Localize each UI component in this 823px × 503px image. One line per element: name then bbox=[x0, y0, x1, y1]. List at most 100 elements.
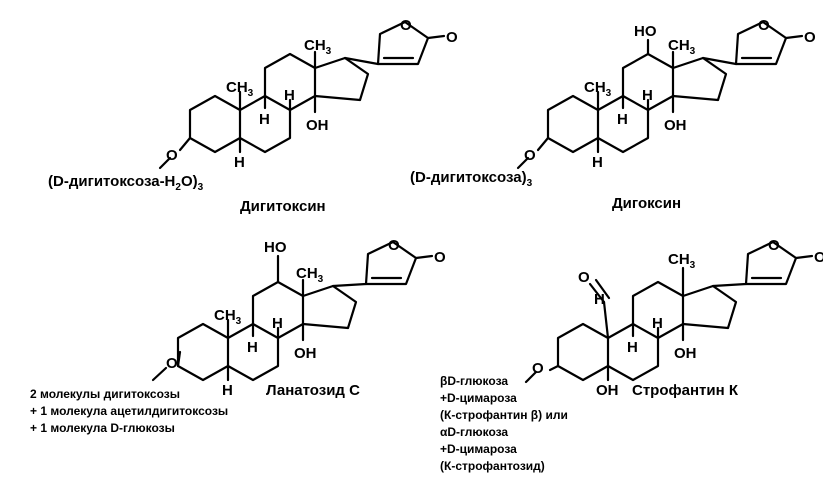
lactone-ring-oxygen: O bbox=[388, 237, 400, 254]
c13-methyl-label: CH3 bbox=[668, 251, 696, 271]
ring-b bbox=[596, 94, 650, 154]
ring-a bbox=[546, 94, 600, 154]
digoxin-name: Дигоксин bbox=[612, 195, 681, 212]
lanatoside-c-name: Ланатозид С bbox=[266, 382, 360, 399]
ring-d bbox=[681, 284, 738, 330]
h-label-5: H bbox=[234, 154, 245, 171]
carbonyl-oxygen: O bbox=[446, 29, 458, 46]
oh-label-14: OH bbox=[664, 117, 687, 134]
lactone-ring-oxygen: O bbox=[758, 17, 770, 34]
steroid-skeleton bbox=[516, 20, 804, 170]
c13-methyl-label: CH3 bbox=[304, 37, 332, 57]
lactone-link-bond bbox=[701, 56, 738, 66]
aldehyde-double-bond-1 bbox=[588, 282, 606, 304]
strophanthin-k-structure: O H O O CH3 H H OH OH O Строфантин К bbox=[524, 237, 823, 399]
strophanthin-k-note-4: αD-глюкоза bbox=[440, 425, 508, 439]
c13-methyl-label: CH3 bbox=[668, 37, 696, 57]
h-label-5: H bbox=[592, 154, 603, 171]
digitoxin-name: Дигитоксин bbox=[240, 198, 326, 215]
digoxin-structure: HO O O CH3 CH3 H H H OH O (D-дигитоксоза… bbox=[410, 17, 816, 212]
strophanthin-k-name: Строфантин К bbox=[632, 382, 739, 399]
lanatoside-c-note-3: + 1 молекула D-глюкозы bbox=[30, 421, 175, 435]
butenolide-ring bbox=[376, 20, 430, 66]
lanatoside-c-note-1: 2 молекулы дигитоксозы bbox=[30, 387, 180, 401]
ring-d bbox=[301, 284, 358, 330]
ring-a bbox=[188, 94, 242, 154]
sugar-link-bond bbox=[516, 156, 530, 170]
ring-d bbox=[671, 56, 728, 102]
h-label-5: H bbox=[222, 382, 233, 399]
h-label-8: H bbox=[284, 87, 295, 104]
butenolide-ring bbox=[364, 240, 418, 286]
sugar-link-bond bbox=[524, 370, 538, 384]
ring-a bbox=[556, 322, 610, 382]
sugar-oxygen: O bbox=[532, 360, 544, 377]
carbonyl-bond bbox=[784, 34, 804, 40]
ring-a bbox=[176, 322, 230, 382]
h-label-9: H bbox=[259, 111, 270, 128]
lanatoside-c-note-2: + 1 молекула ацетилдигитоксозы bbox=[30, 404, 228, 418]
sugar-oxygen: O bbox=[166, 355, 178, 372]
sugar-link-bond bbox=[151, 366, 168, 382]
h-label-9: H bbox=[617, 111, 628, 128]
digitoxin-sugar-label: (D-дигитоксоза-H2O)3 bbox=[48, 173, 204, 193]
ring-c bbox=[263, 52, 317, 112]
oh-label-14: OH bbox=[294, 345, 317, 362]
strophanthin-k-note-2: +D-цимароза bbox=[440, 391, 517, 405]
ring-c bbox=[251, 280, 305, 340]
ring-b bbox=[606, 322, 660, 382]
o-link-bond bbox=[176, 350, 182, 368]
o-link-bond bbox=[548, 364, 560, 372]
steroid-skeleton bbox=[524, 240, 814, 384]
carbonyl-bond bbox=[794, 254, 814, 260]
oh-label-5: OH bbox=[596, 382, 619, 399]
lactone-link-bond bbox=[331, 282, 368, 288]
butenolide-ring bbox=[734, 20, 788, 66]
digoxin-sugar-label: (D-дигитоксоза)3 bbox=[410, 169, 533, 189]
aldehyde-double-bond-2 bbox=[594, 278, 611, 300]
strophanthin-k-note-1: βD-глюкоза bbox=[440, 374, 508, 388]
o-link-bond bbox=[178, 136, 192, 152]
carbonyl-bond bbox=[414, 254, 434, 260]
aldehyde-hydrogen: H bbox=[594, 291, 605, 308]
c10-methyl-label: CH3 bbox=[226, 79, 254, 99]
strophanthin-k-note-3: (К-строфантин β) или bbox=[440, 408, 568, 422]
h-label-9: H bbox=[247, 339, 258, 356]
lactone-ring-oxygen: O bbox=[768, 237, 780, 254]
aldehyde-oxygen: O bbox=[578, 269, 590, 286]
c12-hydroxyl-label: HO bbox=[634, 23, 657, 40]
carbonyl-oxygen: O bbox=[804, 29, 816, 46]
lactone-link-bond bbox=[343, 56, 380, 66]
ring-c bbox=[621, 52, 675, 112]
c10-methyl-label: CH3 bbox=[584, 79, 612, 99]
h-label-9: H bbox=[627, 339, 638, 356]
c19-aldehyde-bond bbox=[602, 300, 610, 340]
sugar-oxygen: O bbox=[166, 147, 178, 164]
ring-b bbox=[226, 322, 280, 382]
carbonyl-bond bbox=[426, 34, 446, 40]
sugar-link-bond bbox=[158, 156, 172, 170]
ring-d bbox=[313, 56, 370, 102]
digitoxin-structure: O O CH3 CH3 H H H OH O (D-дигитоксоза-H2… bbox=[48, 17, 458, 215]
lactone-ring-oxygen: O bbox=[400, 17, 412, 34]
sugar-oxygen: O bbox=[524, 147, 536, 164]
carbonyl-oxygen: O bbox=[434, 249, 446, 266]
carbonyl-oxygen: O bbox=[814, 249, 823, 266]
lanatoside-c-structure: HO O O CH3 CH3 H H H OH O Ланатозид С bbox=[151, 237, 446, 399]
c13-methyl-label: CH3 bbox=[296, 265, 324, 285]
c12-hydroxyl-label: HO bbox=[264, 239, 287, 256]
lactone-link-bond bbox=[711, 282, 748, 288]
h-label-8: H bbox=[652, 315, 663, 332]
ring-b bbox=[238, 94, 292, 154]
strophanthin-k-note-6: (К-строфантозид) bbox=[440, 459, 545, 473]
ring-c bbox=[631, 280, 685, 340]
steroid-skeleton bbox=[151, 240, 434, 382]
h-label-8: H bbox=[272, 315, 283, 332]
oh-label-14: OH bbox=[306, 117, 329, 134]
o-link-bond bbox=[536, 136, 550, 152]
oh-label-14: OH bbox=[674, 345, 697, 362]
strophanthin-k-note-5: +D-цимароза bbox=[440, 442, 517, 456]
h-label-8: H bbox=[642, 87, 653, 104]
